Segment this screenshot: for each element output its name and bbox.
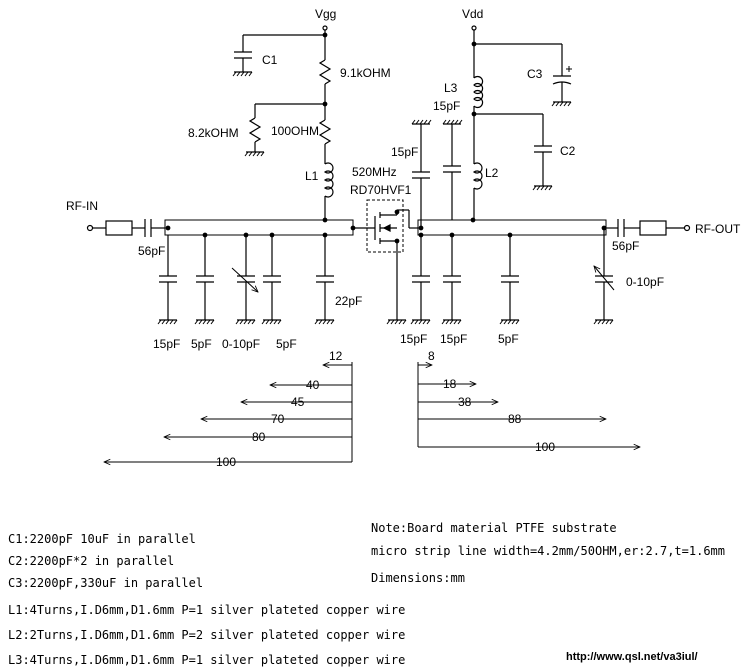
freq-label: 520MHz [352, 165, 397, 179]
note-microstrip: micro strip line width=4.2mm/50OHM,er:2.… [371, 544, 725, 558]
dim-out-8: 8 [428, 349, 435, 363]
r2-label: 8.2kOHM [188, 126, 239, 140]
dim-in-40: 40 [306, 378, 320, 392]
c-out-shunt-2-label: 15pF [440, 332, 467, 346]
transistor-rd70hvf1 [353, 199, 418, 325]
board-notes: Note:Board material PTFE substrate micro… [371, 521, 725, 585]
dim-out-38: 38 [458, 395, 472, 409]
c2-label: C2 [560, 144, 576, 158]
dim-out-100: 100 [535, 440, 555, 454]
vdd-label: Vdd [462, 7, 483, 21]
c-in-label: 56pF [138, 244, 165, 258]
dim-in-12: 12 [329, 349, 343, 363]
rf-output-section [594, 219, 691, 325]
note-l1: L1:4Turns,I.D6mm,D1.6mm P=1 silver plate… [8, 603, 405, 617]
component-notes: C1:2200pF 10uF in parallel C2:2200pF*2 i… [8, 532, 405, 667]
r3-label: 100OHM [271, 124, 319, 138]
dim-in-45: 45 [291, 395, 305, 409]
note-l3: L3:4Turns,I.D6mm,D1.6mm P=1 silver plate… [8, 653, 405, 667]
l3-label: L3 [444, 81, 458, 95]
dim-out-88: 88 [508, 412, 522, 426]
note-c1: C1:2200pF 10uF in parallel [8, 532, 196, 546]
c-in-shunt-2-label: 5pF [191, 337, 212, 351]
c-out-shunt-3-label: 5pF [498, 332, 519, 346]
gate-bias-network [232, 25, 334, 220]
r1-label: 9.1kOHM [340, 66, 391, 80]
c-in-shunt-3-label: 0-10pF [222, 337, 260, 351]
rf-in-label: RF-IN [66, 199, 98, 213]
c3-label: C3 [527, 67, 543, 81]
note-c2: C2:2200pF*2 in parallel [8, 554, 174, 568]
note-board: Note:Board material PTFE substrate [371, 521, 617, 535]
output-microstrip [417, 217, 607, 238]
source-url: http://www.qsl.net/va3iul/ [566, 651, 698, 663]
c-in-shunt-1-label: 15pF [153, 337, 180, 351]
input-shunt-caps [157, 235, 335, 325]
l2-label: L2 [485, 166, 499, 180]
note-dimensions: Dimensions:mm [371, 571, 465, 585]
c1-label: C1 [262, 53, 278, 67]
drain-cap-label: 15pF [391, 145, 418, 159]
dim-in-80: 80 [252, 430, 266, 444]
c-out-shunt-1-label: 15pF [400, 332, 427, 346]
dim-in-70: 70 [271, 412, 285, 426]
c-gate-label: 22pF [335, 294, 362, 308]
output-shunt-caps [410, 235, 520, 325]
l3-cap-label: 15pF [433, 99, 460, 113]
l1-label: L1 [305, 169, 319, 183]
vgg-label: Vgg [315, 7, 336, 21]
c-out-trim-label: 0-10pF [626, 275, 664, 289]
dim-in-100: 100 [216, 455, 236, 469]
input-microstrip [164, 217, 356, 238]
note-l2: L2:2Turns,I.D6mm,D1.6mm P=2 silver plate… [8, 628, 405, 642]
output-dimensions [417, 362, 640, 447]
drain-bias-network [411, 25, 572, 228]
c-out-label: 56pF [612, 239, 639, 253]
c-in-shunt-4-label: 5pF [276, 337, 297, 351]
rf-out-label: RF-OUT [695, 222, 741, 236]
dim-out-18: 18 [443, 377, 457, 391]
note-c3: C3:2200pF,330uF in parallel [8, 576, 203, 590]
input-dimensions [104, 362, 353, 462]
rf-input-section [86, 219, 165, 237]
transistor-label: RD70HVF1 [350, 183, 412, 197]
